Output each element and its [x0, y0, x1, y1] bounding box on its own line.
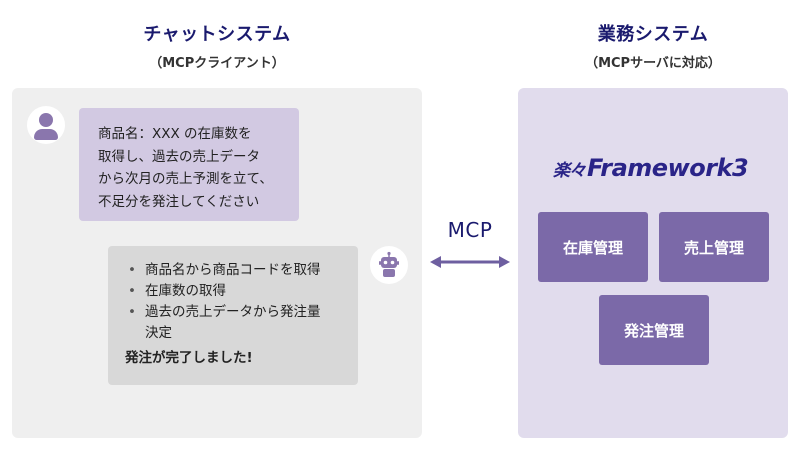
module-sales: 売上管理: [659, 212, 769, 282]
robot-icon: [370, 246, 408, 284]
bot-step-text: 過去の売上データから発注量: [145, 304, 321, 320]
user-message-line: から次月の売上予測を立て、: [98, 171, 273, 187]
user-avatar-icon: [27, 106, 65, 144]
framework-logo-name: Framework3: [587, 154, 749, 182]
avatar-head: [39, 113, 53, 127]
bot-message-bubble: 商品名から商品コードを取得 在庫数の取得 過去の売上データから発注量 決定 発注…: [108, 246, 358, 385]
framework-logo: 楽々 Framework3: [553, 152, 749, 184]
module-orders: 発注管理: [599, 295, 709, 365]
bot-step-item: 在庫数の取得: [125, 281, 348, 302]
chat-system-subtitle: （MCPクライアント）: [149, 56, 285, 71]
user-message-bubble: 商品名：XXX の在庫数を 取得し、過去の売上データ から次月の売上予測を立て、…: [79, 108, 299, 221]
module-inventory: 在庫管理: [538, 212, 648, 282]
chat-system-title: チャットシステム: [143, 24, 291, 45]
mcp-label: MCP: [447, 218, 493, 242]
user-message-line: 取得し、過去の売上データ: [98, 148, 260, 165]
bot-step-text: 商品名から商品コードを取得: [145, 262, 321, 278]
avatar-body: [34, 129, 58, 140]
double-arrow-icon: [430, 256, 510, 268]
bot-step-text-continued: 決定: [145, 325, 172, 341]
business-system-title: 業務システム: [597, 24, 709, 45]
user-message-line: 商品名：XXX の在庫数を: [98, 126, 252, 142]
bot-step-item: 商品名から商品コードを取得: [125, 260, 348, 281]
business-system-subtitle: （MCPサーバに対応）: [585, 56, 721, 71]
user-message-line: 不足分を発注してください: [98, 193, 260, 210]
bot-conclusion: 発注が完了しました!: [125, 350, 253, 366]
framework-logo-mark: 楽々: [553, 160, 586, 181]
bot-step-text: 在庫数の取得: [145, 283, 226, 299]
bot-step-item: 過去の売上データから発注量 決定: [125, 302, 348, 344]
